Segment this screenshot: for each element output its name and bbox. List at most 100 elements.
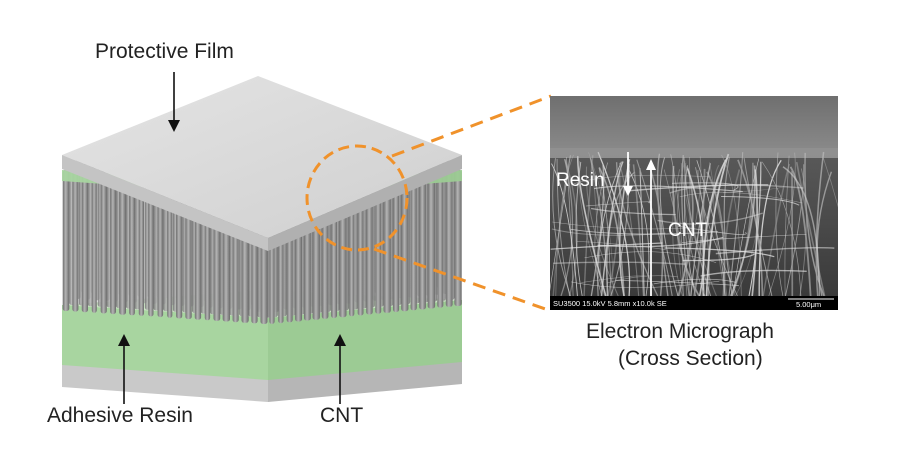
resin-pointer-arrowhead — [118, 334, 130, 346]
micrograph-fiber — [615, 279, 739, 287]
micrograph-fiber — [795, 161, 826, 297]
micrograph-fiber — [581, 275, 647, 283]
micrograph-resin-edge — [550, 148, 838, 158]
micrograph-fiber — [552, 156, 572, 297]
cnt-rod — [393, 175, 400, 312]
micrograph-background — [550, 96, 838, 152]
cnt-rod — [129, 175, 135, 316]
micrograph-fiber — [768, 152, 796, 297]
micrograph-fiber — [626, 184, 769, 192]
micrograph-caption-line1: Electron Micrograph — [586, 320, 774, 343]
micrograph-fiber — [632, 164, 645, 297]
cnt-rod — [427, 172, 436, 309]
micrograph-fiber — [723, 186, 784, 194]
micrograph-fiber — [696, 160, 726, 297]
micrograph-fiber — [681, 155, 690, 297]
micrograph-fiber — [672, 169, 683, 297]
micrograph-fiber — [679, 191, 803, 204]
micrograph-fiber — [761, 161, 802, 297]
micrograph-fiber — [588, 152, 614, 297]
micrograph-scale-bar-label: 5.00μm — [796, 300, 821, 309]
micrograph-fiber — [598, 167, 625, 297]
micrograph-fiber — [589, 157, 609, 297]
micrograph-fiber — [815, 151, 825, 297]
cnt-rod — [72, 170, 79, 312]
micrograph-fiber — [785, 164, 805, 297]
cnt-rod — [410, 173, 417, 311]
micrograph-fiber — [636, 159, 673, 297]
micrograph-fiber — [762, 163, 790, 297]
cnt-rod — [110, 173, 116, 315]
protective-film-left-face — [62, 155, 268, 251]
micrograph-fiber — [552, 221, 694, 230]
micrograph-fiber — [775, 152, 784, 297]
film-pointer-arrowhead — [168, 120, 180, 132]
cnt-rod — [157, 177, 164, 318]
micrograph-fiber — [677, 225, 747, 235]
micrograph-fiber — [606, 275, 678, 284]
micrograph-fiber — [735, 170, 762, 297]
micrograph-fiber — [659, 157, 679, 297]
micrograph-fiber — [555, 154, 574, 297]
cnt-height-arrowhead — [646, 159, 656, 170]
micrograph-fiber — [700, 269, 807, 277]
micrograph-fiber — [550, 155, 571, 292]
micrograph-fiber — [591, 163, 603, 297]
micrograph-fiber — [823, 157, 838, 208]
cnt-rod — [167, 177, 173, 318]
micrograph-fiber — [570, 228, 718, 235]
micrograph-fiber — [551, 163, 578, 297]
micrograph-fiber — [681, 234, 807, 243]
micrograph-fiber — [709, 162, 736, 297]
micrograph-fiber — [721, 195, 800, 206]
micrograph-fiber — [590, 207, 676, 216]
micrograph-fiber — [730, 165, 756, 297]
cnt-rod — [119, 174, 126, 315]
bottom-resin-left — [62, 305, 268, 380]
micrograph-fiber — [684, 162, 706, 297]
micrograph-fiber — [682, 253, 755, 262]
cnt-rod — [445, 170, 453, 307]
micrograph-fiber — [758, 159, 782, 297]
bottom-resin-right — [268, 300, 462, 380]
micrograph-caption-line2: (Cross Section) — [618, 347, 763, 370]
callout-line-top — [391, 94, 552, 158]
micrograph-fiber — [702, 159, 727, 297]
cnt-rod — [148, 176, 154, 317]
micrograph-fiber — [663, 169, 688, 297]
protective-film-top — [62, 76, 462, 238]
micrograph-fiber — [639, 168, 645, 297]
cnt-rod — [437, 171, 444, 308]
cnt-rod — [419, 172, 426, 310]
micrograph-fiber — [751, 169, 758, 297]
micrograph-fiber — [671, 182, 739, 191]
micrograph-fiber — [653, 278, 736, 285]
cnt-rod — [81, 171, 88, 313]
cnt-rod — [454, 170, 462, 306]
cnt-label: CNT — [320, 404, 364, 427]
micrograph-fiber — [584, 251, 717, 263]
micrograph-fiber — [697, 170, 738, 297]
micrograph-fiber — [552, 158, 572, 297]
micrograph-fiber — [784, 155, 790, 297]
micrograph-info-bar — [550, 296, 838, 310]
micrograph-fiber — [715, 246, 835, 255]
micrograph-fiber — [615, 162, 659, 297]
callout-line-bottom — [373, 247, 552, 313]
cnt-rod — [138, 175, 144, 316]
micrograph-fiber — [743, 157, 773, 297]
micrograph-fiber — [676, 160, 686, 297]
cnt-rod — [366, 177, 373, 315]
micrograph-fiber — [678, 156, 702, 297]
micrograph-fibers — [550, 151, 838, 297]
micrograph-cnt-label: CNT — [668, 220, 707, 241]
micrograph-scale-info: SU3500 15.0kV 5.8mm x10.0k SE — [553, 299, 667, 308]
protective-film-label: Protective Film — [95, 40, 234, 63]
micrograph-fiber — [593, 185, 743, 193]
micrograph-fiber — [789, 166, 812, 297]
micrograph-fiber — [576, 240, 666, 250]
cnt-pointer-arrowhead — [334, 334, 346, 346]
micrograph-fiber — [597, 236, 724, 248]
